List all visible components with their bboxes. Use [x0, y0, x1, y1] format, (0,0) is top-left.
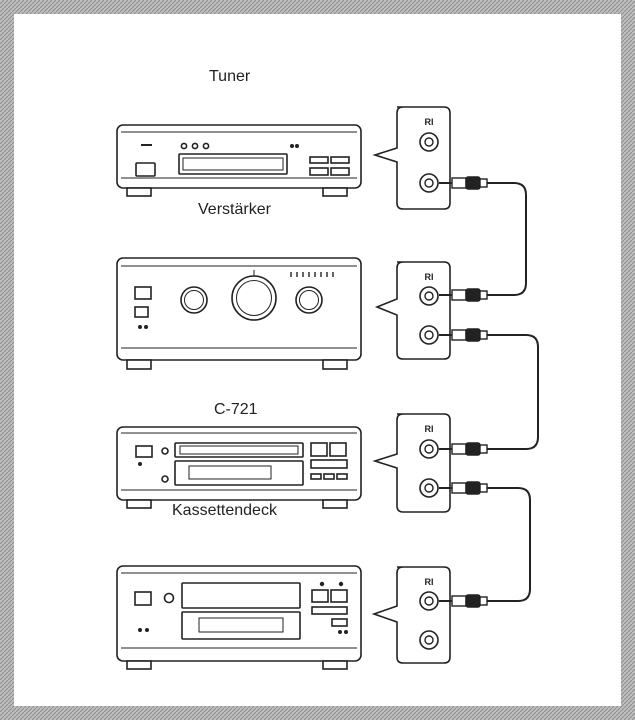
tuner-device: [116, 124, 362, 197]
cassette-deck-ri-callout: [371, 566, 451, 664]
ri-cables: [487, 182, 539, 602]
amplifier-device: [116, 257, 362, 370]
tuner-ri-label: RI: [425, 117, 434, 127]
cd-player-device: [116, 426, 362, 509]
amplifier-ri-label: RI: [425, 272, 434, 282]
cd-player-label: C-721: [214, 401, 258, 418]
cassette-deck-label: Kassettendeck: [172, 502, 278, 519]
cd-player-ri-label: RI: [425, 424, 434, 434]
cassette-deck-device: [116, 565, 362, 670]
tuner-label: Tuner: [209, 68, 251, 85]
tuner-ri-callout: [372, 106, 451, 210]
rca-plugs: [439, 176, 488, 608]
amplifier-ri-callout: [374, 261, 451, 360]
cassette-deck-ri-label: RI: [425, 577, 434, 587]
amplifier-label: Verstärker: [198, 201, 272, 218]
cd-player-ri-callout: [372, 413, 451, 513]
